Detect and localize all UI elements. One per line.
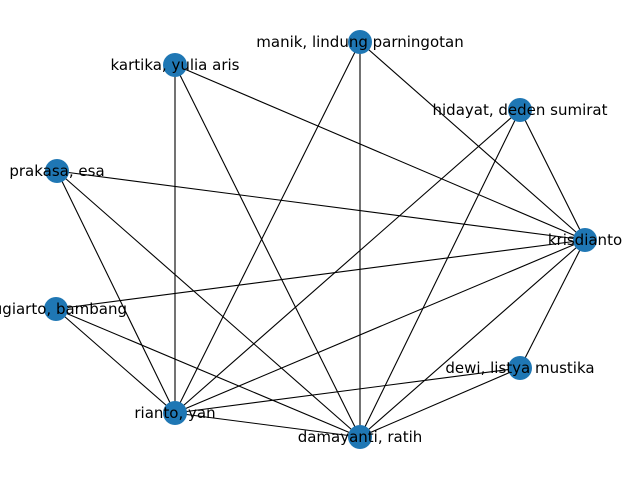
edge-prakasa-rianto bbox=[56, 170, 176, 414]
node-label-kartika: kartika, yulia aris bbox=[110, 56, 239, 74]
node-label-dewi: dewi, listya mustika bbox=[445, 359, 594, 377]
node-krisdianto bbox=[573, 228, 597, 252]
edge-rianto-damayanti bbox=[174, 412, 361, 438]
edge-dewi-damayanti bbox=[359, 367, 521, 438]
edges-layer bbox=[55, 41, 586, 438]
node-label-hidayat: hidayat, deden sumirat bbox=[433, 101, 608, 119]
node-label-prakasa: prakasa, esa bbox=[9, 162, 104, 180]
node-label-sugiarto: sugiarto, bambang bbox=[0, 300, 127, 318]
edge-krisdianto-damayanti bbox=[359, 239, 586, 438]
node-label-krisdianto: krisdianto bbox=[548, 231, 622, 249]
node-rianto bbox=[163, 401, 187, 425]
edge-prakasa-krisdianto bbox=[56, 170, 586, 241]
edge-prakasa-damayanti bbox=[56, 170, 361, 438]
edge-krisdianto-sugiarto bbox=[55, 239, 586, 310]
nodes-layer bbox=[44, 30, 597, 449]
node-sugiarto bbox=[44, 297, 68, 321]
edge-hidayat-damayanti bbox=[359, 109, 521, 438]
node-dewi bbox=[508, 356, 532, 380]
edge-kartika-damayanti bbox=[174, 64, 361, 438]
node-label-rianto: rianto, yan bbox=[134, 404, 215, 422]
edge-hidayat-rianto bbox=[174, 109, 521, 414]
edge-sugiarto-damayanti bbox=[55, 308, 361, 438]
node-prakasa bbox=[45, 159, 69, 183]
edge-kartika-krisdianto bbox=[174, 64, 586, 241]
node-damayanti bbox=[348, 425, 372, 449]
node-manik bbox=[348, 30, 372, 54]
edge-krisdianto-dewi bbox=[519, 239, 586, 369]
node-kartika bbox=[163, 53, 187, 77]
edge-manik-krisdianto bbox=[359, 41, 586, 241]
edge-dewi-rianto bbox=[174, 367, 521, 414]
labels-layer: manik, lindung parningotan kartika, yulia… bbox=[0, 33, 622, 446]
edge-hidayat-krisdianto bbox=[519, 109, 586, 241]
edge-sugiarto-rianto bbox=[55, 308, 176, 414]
edge-manik-rianto bbox=[174, 41, 361, 414]
node-hidayat bbox=[508, 98, 532, 122]
node-label-damayanti: damayanti, ratih bbox=[298, 428, 423, 446]
node-label-manik: manik, lindung parningotan bbox=[256, 33, 463, 51]
edge-krisdianto-rianto bbox=[174, 239, 586, 414]
